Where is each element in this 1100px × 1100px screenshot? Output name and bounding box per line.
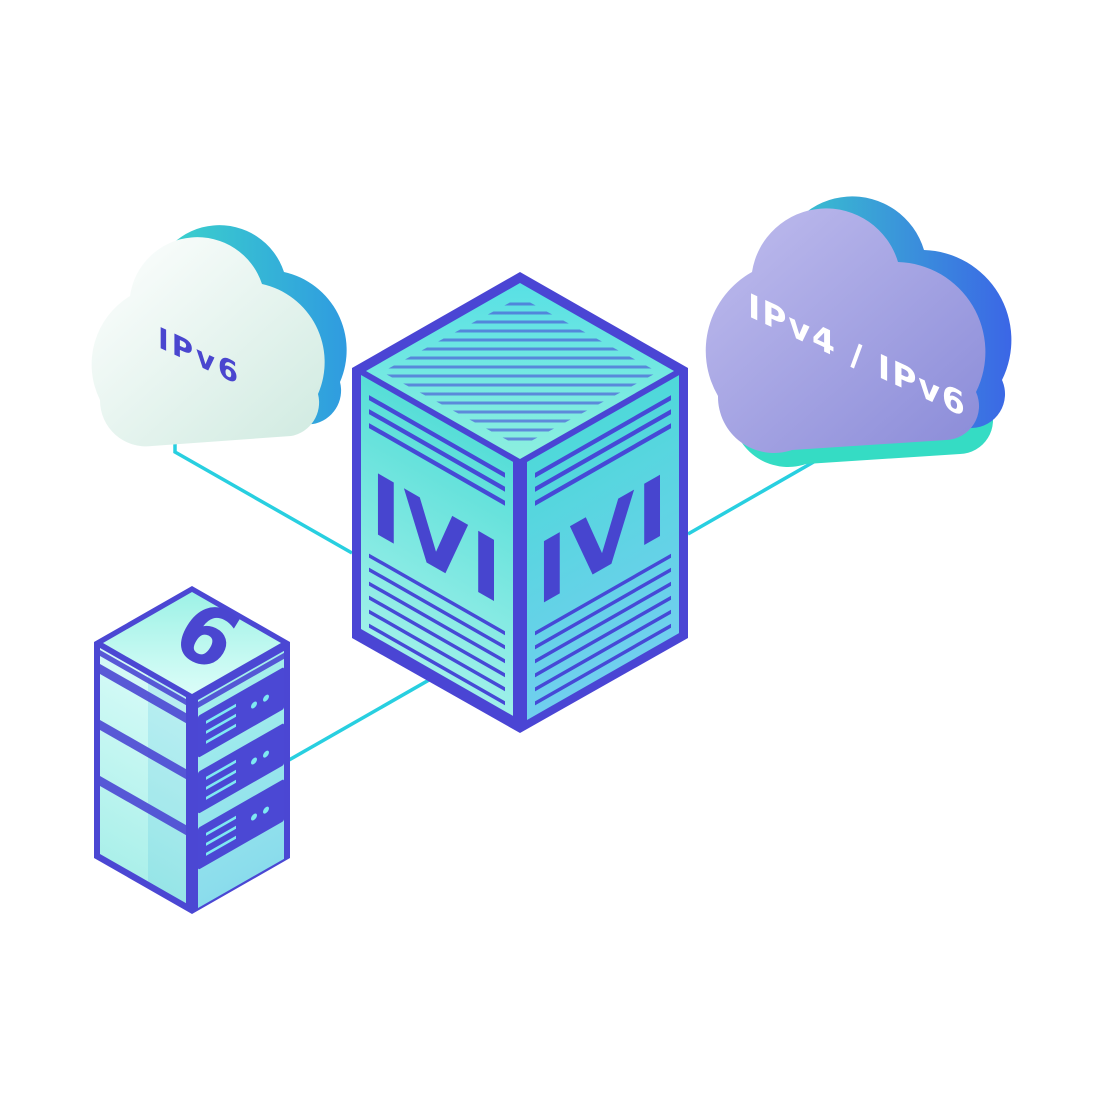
ipv6-cloud-front-shape bbox=[91, 237, 325, 447]
server-right-rim bbox=[198, 652, 284, 708]
right-face-top-lines bbox=[535, 395, 671, 506]
server-unit-led bbox=[251, 757, 257, 765]
right-face-surface bbox=[527, 375, 679, 720]
ipv6-server: 6 bbox=[94, 583, 290, 914]
box-top-face-lines bbox=[384, 302, 656, 441]
server-unit-led bbox=[263, 806, 269, 814]
left-face-top-lines bbox=[369, 395, 505, 506]
right-face-bottom-lines bbox=[535, 553, 671, 706]
server-unit-led bbox=[251, 701, 257, 709]
server-left-surface bbox=[100, 648, 186, 904]
server-unit-led bbox=[251, 813, 257, 821]
ipv4-ipv6-cloud-front-shape bbox=[705, 208, 986, 453]
left-face-bottom-lines bbox=[369, 553, 505, 706]
server-left-face bbox=[100, 648, 186, 904]
server-unit-2 bbox=[198, 723, 284, 814]
server-unit-vents bbox=[206, 703, 236, 744]
server-left-band-3 bbox=[100, 776, 186, 836]
ivi-translator-box: IVI IVI bbox=[352, 272, 688, 733]
server-unit-3 bbox=[198, 779, 284, 870]
server-unit-1 bbox=[198, 667, 284, 758]
server-unit-vents bbox=[206, 759, 236, 800]
server-unit-led bbox=[263, 750, 269, 758]
server-unit-vents bbox=[206, 815, 236, 856]
ipv6-cloud: IPv6 bbox=[91, 225, 347, 447]
server-top-face bbox=[103, 592, 281, 694]
server-left-rim bbox=[100, 650, 186, 706]
server-unit-led bbox=[263, 694, 269, 702]
server-left-band-2 bbox=[100, 720, 186, 780]
server-right-face bbox=[198, 650, 284, 908]
box-right-face: IVI bbox=[527, 375, 679, 720]
box-top-face bbox=[366, 283, 674, 459]
server-left-band-1 bbox=[100, 664, 186, 724]
box-left-face: IVI bbox=[361, 375, 513, 716]
ipv4-ipv6-cloud: IPv4 / IPv6 bbox=[705, 196, 1012, 467]
server-left-shading bbox=[148, 675, 186, 904]
